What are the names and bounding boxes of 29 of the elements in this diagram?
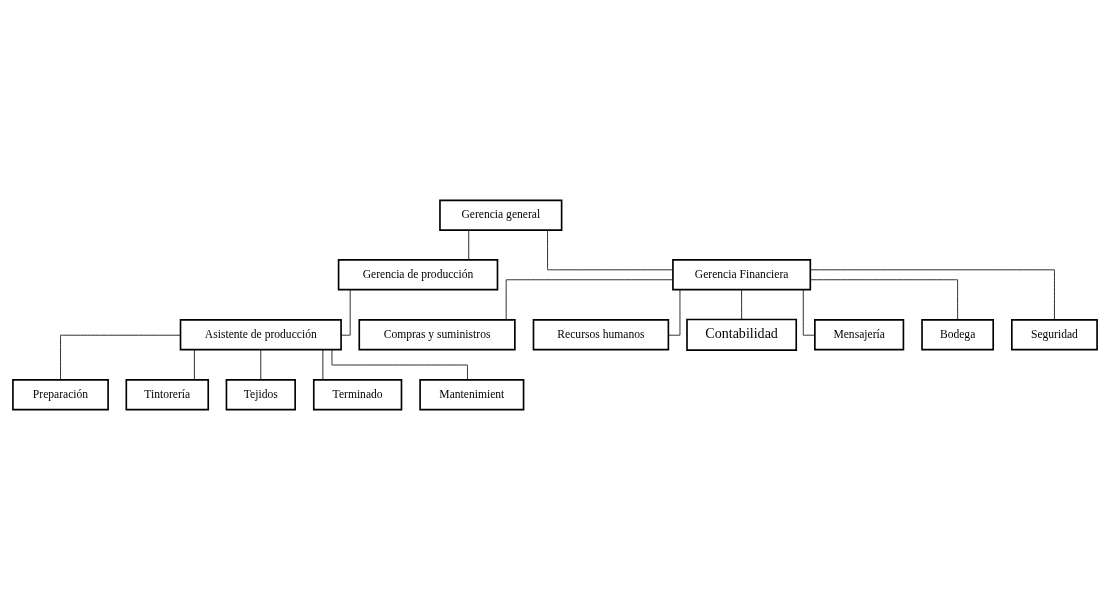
node-box: Seguridad (1011, 319, 1098, 351)
connector (802, 289, 816, 336)
connector (322, 349, 324, 381)
node-box: Mantenimient (419, 379, 525, 411)
connector (505, 279, 674, 321)
node-box: Bodega (921, 319, 995, 351)
connector (668, 289, 681, 336)
node-box: Tintorería (125, 379, 210, 411)
connector (810, 279, 959, 321)
connector (547, 229, 674, 271)
connector (340, 289, 351, 336)
node-box: Preparación (12, 379, 109, 411)
connector (810, 269, 1055, 321)
connector (193, 349, 195, 381)
connector (60, 334, 181, 381)
node-box: Terminado (312, 379, 403, 411)
node-box: Tejidos (225, 379, 296, 411)
node-box: Mensajería (814, 319, 905, 351)
node-box: Gerencia general (439, 199, 563, 231)
connector (331, 349, 468, 380)
node-box: Contabilidad (686, 318, 798, 351)
node-box: Gerencia de producción (337, 259, 499, 291)
node-box: Asistente de producción (179, 319, 342, 351)
node-box: Gerencia Financiera (672, 259, 812, 291)
connector (260, 349, 262, 381)
node-box: Compras y suministros (358, 319, 516, 351)
connector (741, 289, 743, 320)
connector (468, 229, 470, 260)
node-box: Recursos humanos (532, 319, 670, 351)
